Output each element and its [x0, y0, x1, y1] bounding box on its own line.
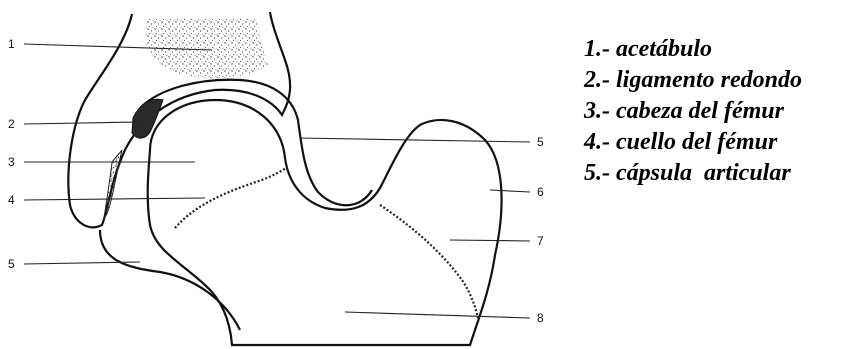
- callout-2: 2: [8, 117, 15, 131]
- legend-item-femoral-head: 3.- cabeza del fémur: [584, 96, 802, 127]
- femur: [148, 100, 502, 345]
- callout-4: 4: [8, 193, 15, 207]
- legend-item-acetabulum: 1.- acetábulo: [584, 34, 802, 65]
- leader-6: [490, 190, 530, 192]
- leader-4: [24, 198, 205, 200]
- legend-item-femoral-neck: 4.- cuello del fémur: [584, 127, 802, 158]
- callout-3: 3: [8, 155, 15, 169]
- leader-5-right: [300, 138, 530, 142]
- callout-1: 1: [8, 37, 15, 51]
- ligamentum-teres: [132, 99, 163, 138]
- trochanter-growth-line: [380, 205, 478, 318]
- callout-6: 6: [537, 185, 544, 199]
- leader-7: [450, 240, 530, 241]
- callout-8: 8: [537, 311, 544, 325]
- callout-5-left: 5: [8, 257, 15, 271]
- legend-item-round-ligament: 2.- ligamento redondo: [584, 65, 802, 96]
- hip-joint-illustration: 1 2 3 4 5 5 6 7 8: [0, 0, 560, 349]
- leader-8: [345, 312, 530, 318]
- leader-2: [24, 122, 140, 124]
- callout-5-right: 5: [537, 135, 544, 149]
- legend: 1.- acetábulo 2.- ligamento redondo 3.- …: [584, 34, 802, 189]
- acetabular-labrum: [104, 150, 122, 218]
- callout-7: 7: [537, 234, 544, 248]
- legend-item-joint-capsule: 5.- cápsula articular: [584, 158, 802, 189]
